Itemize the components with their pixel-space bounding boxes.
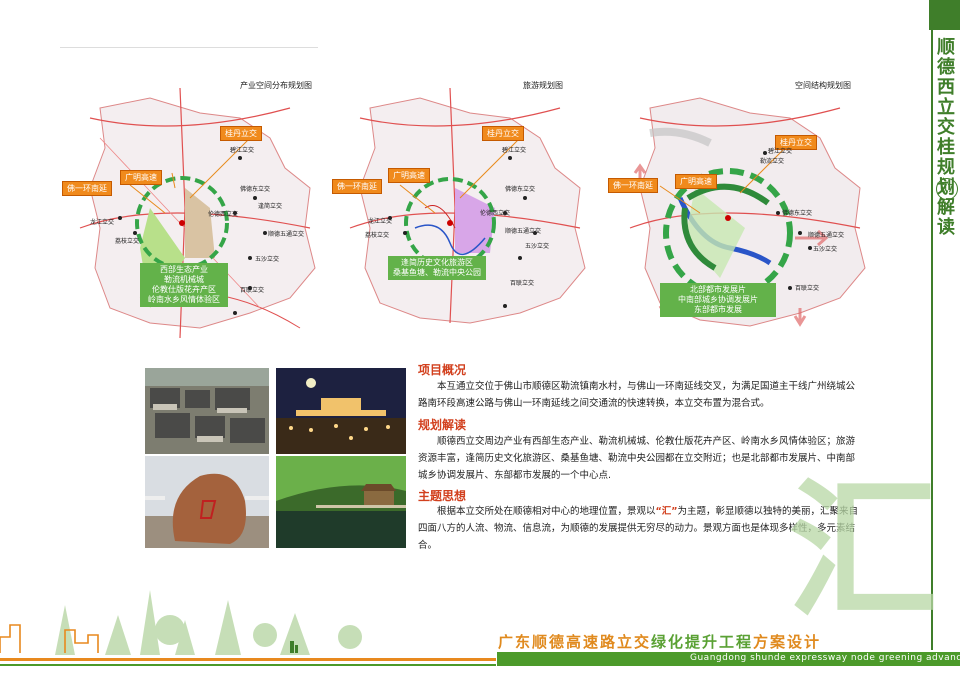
callout-guidan: 桂丹立交 [775, 135, 817, 150]
footer-band [497, 652, 960, 666]
map-graphic [349, 87, 586, 324]
legend-line: 东部都市发展 [694, 305, 742, 314]
callout-guidan: 桂丹立交 [482, 126, 524, 141]
map-title: 产业空间分布规划图 [240, 81, 312, 90]
node-label: 伦德西立交 [480, 210, 511, 217]
node-label: 百联立交 [795, 285, 820, 292]
photo-carved-stone [145, 456, 269, 548]
node-label: 顺德五通立交 [268, 231, 305, 238]
callout-guangming: 广明高速 [120, 170, 162, 185]
legend-line: 逢简历史文化旅游区 [401, 258, 473, 267]
footer-title-part1: 广东顺德高速路立交 [498, 633, 652, 651]
theme-text-before: 根据本立交所处在顺德相对中心的地理位置，景观以 [437, 506, 656, 517]
industry-map: 产业空间分布规划图 桂丹立交 广明高速 佛一环南延 碧江立交 龙江立交 荔枝立交… [60, 78, 320, 348]
map-legend-box: 逢简历史文化旅游区 桑基鱼塘、勒流中央公园 [388, 256, 486, 280]
node-label: 龙江立交 [90, 219, 115, 226]
structure-map: 空间结构规划图 桂丹立交 广明高速 佛一环南延 碧江立交 勒流立交 佛德东立交 … [600, 78, 890, 338]
node-label: 五沙立交 [813, 246, 838, 253]
section-heading-theme: 主题思想 [418, 489, 467, 503]
legend-line: 中南部城乡协调发展片 [678, 295, 758, 304]
node-label: 伦德西立交 [208, 211, 239, 218]
legend-line: 桑基鱼塘、勒流中央公园 [393, 268, 481, 277]
section-heading-overview: 项目概况 [418, 363, 467, 377]
map-legend-box: 西部生态产业 勒流机械城 伦教仕版花卉产区 岭南水乡风情体验区 [140, 263, 228, 307]
node-label: 顺德五通立交 [808, 232, 845, 239]
callout-guangming: 广明高速 [675, 174, 717, 189]
legend-line: 北部都市发展片 [690, 285, 746, 294]
callout-foyihuan: 佛一环南延 [608, 178, 658, 193]
node-label: 百联立交 [510, 280, 535, 287]
section-text-theme: 根据本立交所处在顺德相对中心的地理位置，景观以“汇”为主题，彰显顺德以独特的美丽… [418, 503, 863, 554]
map-graphic [79, 87, 316, 339]
map-legend-box: 北部都市发展片 中南部城乡协调发展片 东部都市发展 [660, 283, 776, 317]
node-label: 龙江立交 [368, 218, 393, 225]
node-label: 荔枝立交 [365, 232, 390, 239]
callout-foyihuan: 佛一环南延 [62, 181, 112, 196]
legend-line: 勒流机械城 [164, 275, 204, 284]
footer-title-green: 绿化提升工程 [651, 633, 754, 651]
side-tab: 顺德西立交桂规划解读 07 [929, 0, 960, 679]
photo-village-rooftops [145, 368, 269, 454]
node-label: 碧江立交 [502, 147, 527, 154]
callout-guidan: 桂丹立交 [220, 126, 262, 141]
node-label: 佛德东立交 [505, 186, 536, 193]
watermark-hui: 汇 [788, 463, 939, 639]
skyline-illustration [0, 590, 362, 655]
side-tab-title: 顺德西立交桂规划解读 [937, 37, 955, 238]
photo-night-square [276, 368, 406, 454]
node-label: 逢简立交 [258, 203, 283, 210]
node-label: 顺德五通立交 [505, 228, 542, 235]
bottom-orange-rule [0, 658, 496, 661]
legend-line: 西部生态产业 [160, 265, 208, 274]
photo-lake-pavilion [276, 456, 406, 548]
node-label: 勒流立交 [760, 158, 785, 165]
bottom-green-rule [0, 664, 496, 666]
node-label: 五沙立交 [255, 256, 280, 263]
legend-line: 伦教仕版花卉产区 [152, 285, 216, 294]
map-title: 旅游规划图 [523, 81, 563, 90]
legend-line: 岭南水乡风情体验区 [148, 295, 220, 304]
page-number: 07 [936, 178, 958, 200]
theme-text-after: 为主题，彰显顺德以独特的美丽，汇聚来自四面八方的人流、物流、信息流，为顺德的发展… [418, 506, 859, 551]
callout-guangming: 广明高速 [388, 168, 430, 183]
top-rule [60, 47, 318, 48]
side-tab-bar [929, 0, 960, 30]
footer-title-part2: 方案设计 [753, 633, 822, 651]
callout-foyihuan: 佛一环南延 [332, 179, 382, 194]
node-label: 碧江立交 [230, 147, 255, 154]
footer-english: Guangdong shunde expressway node greenin… [690, 653, 960, 663]
side-tab-rule [931, 30, 933, 650]
section-text-planning: 顺德西立交周边产业有西部生态产业、勒流机械城、伦教仕版花卉产区、岭南水乡风情体验… [418, 436, 856, 481]
node-label: 佛德东立交 [240, 186, 271, 193]
map-title: 空间结构规划图 [795, 81, 851, 90]
node-label: 百联立交 [240, 287, 265, 294]
section-heading-planning: 规划解读 [418, 418, 467, 432]
tourism-map: 旅游规划图 桂丹立交 广明高速 佛一环南延 碧江立交 龙江立交 荔枝立交 佛德东… [330, 78, 590, 328]
node-label: 碧江立交 [768, 148, 793, 155]
section-text-overview: 本互通立交位于佛山市顺德区勒流镇南水村，与佛山一环南延线交叉，为满足国道主干线广… [418, 381, 856, 409]
theme-highlight: “汇” [655, 506, 678, 517]
footer-title: 广东顺德高速路立交绿化提升工程方案设计 [498, 631, 821, 652]
node-label: 荔枝立交 [115, 238, 140, 245]
node-label: 五沙立交 [525, 243, 550, 250]
node-label: 佛德东立交 [782, 210, 813, 217]
map-graphic [629, 97, 866, 327]
